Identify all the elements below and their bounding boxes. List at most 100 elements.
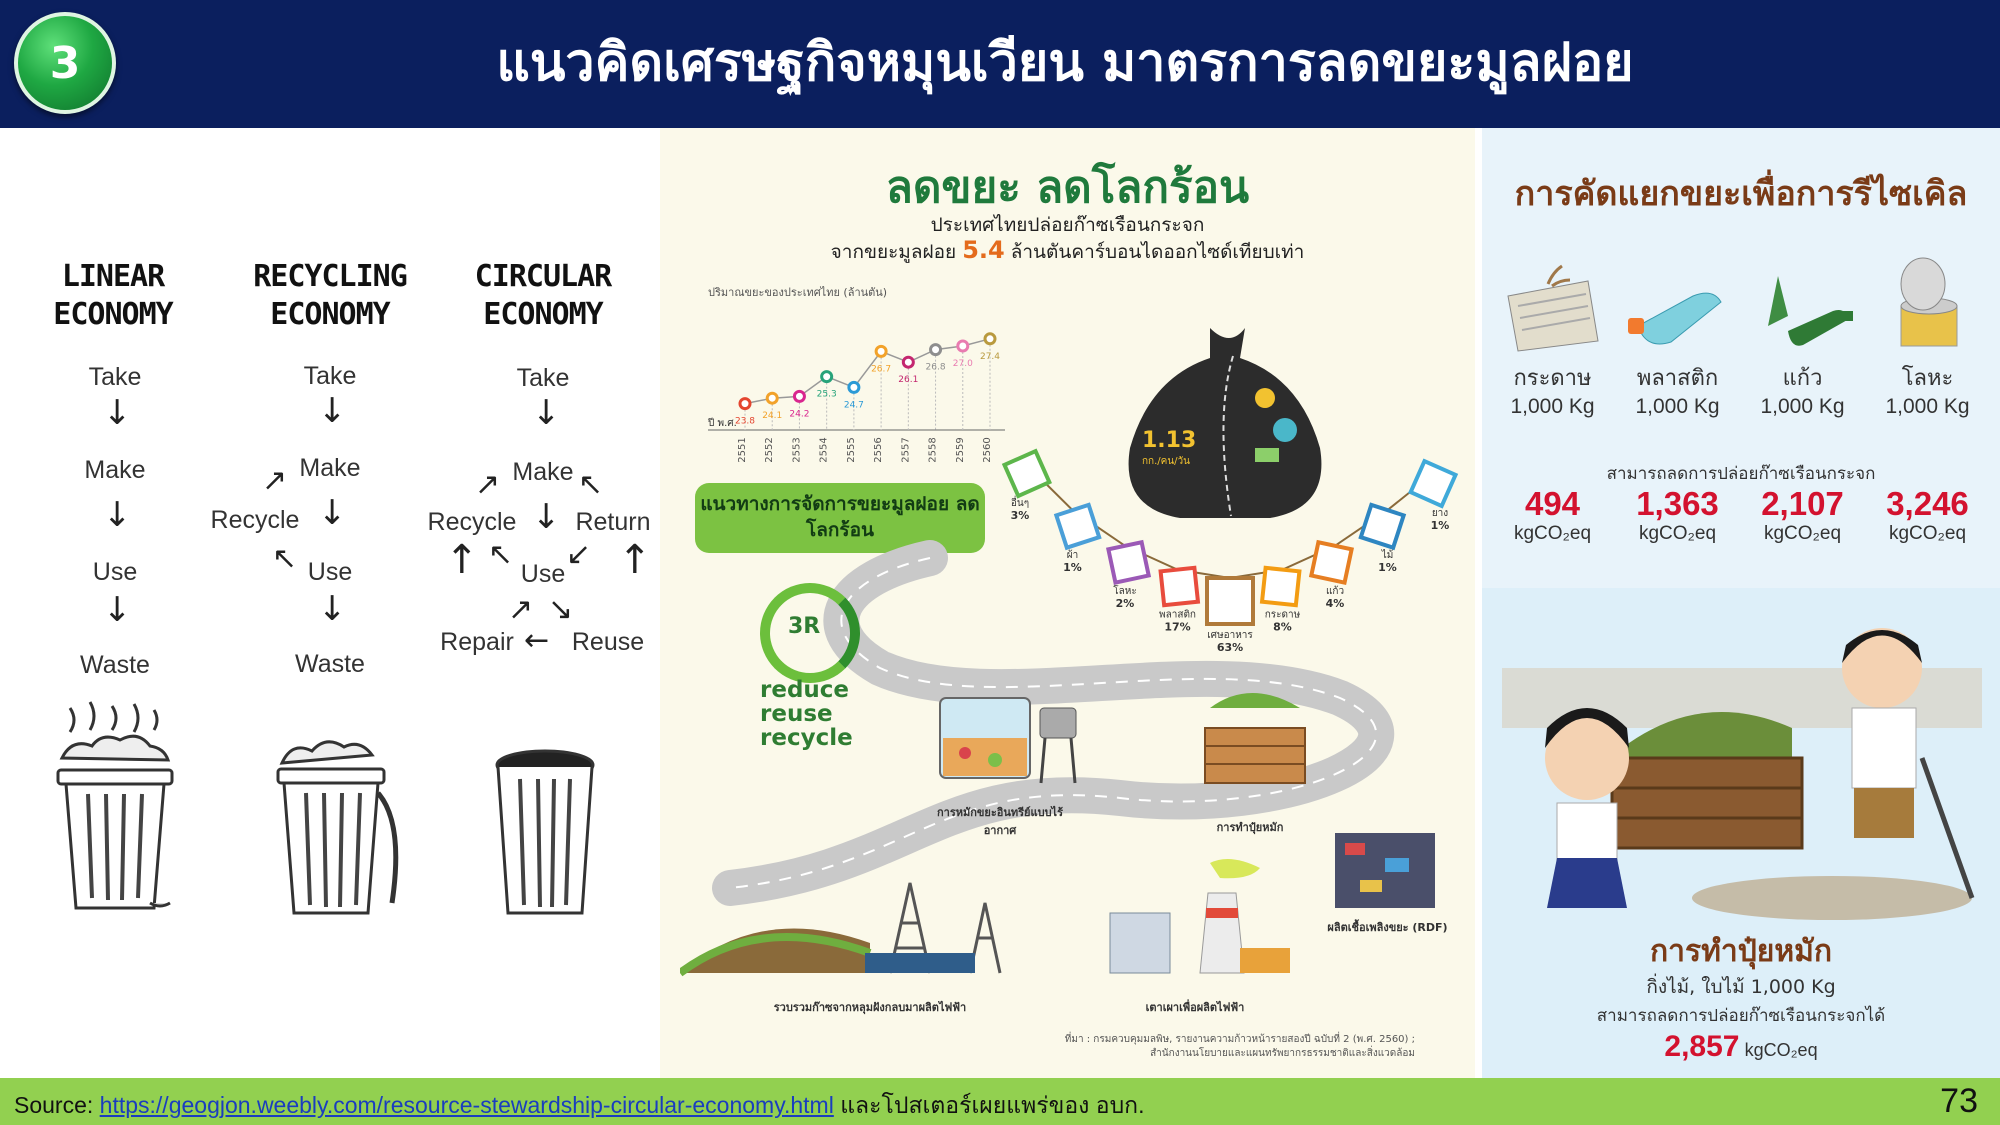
data-label: 23.8 [735,417,755,427]
material-metal: โลหะ 1,000 Kg [1865,256,1990,419]
recycling-use: Use [307,558,353,586]
r3-label: 3R [788,614,821,639]
trend-line [744,338,991,405]
arrow-down-right-icon: ↘ [548,592,574,627]
composition-value: 17% [1164,621,1190,634]
arrow-down-icon: ↓ [103,495,132,535]
data-label: 26.8 [926,363,946,373]
x-tick-label: 2551 [737,437,748,462]
linear-take: Take [88,363,142,391]
compost-reduction: 2,857 kgCO₂eq [1664,1030,1818,1063]
composition-value: 1% [1063,561,1082,574]
material-plastic: พลาสติก 1,000 Kg [1615,256,1740,419]
slide-number-badge: 3 [14,12,116,114]
composition-value: 1% [1378,561,1397,574]
data-label: 24.1 [762,411,782,421]
material-paper: กระดาษ 1,000 Kg [1490,256,1615,419]
composition-value: 2% [1116,597,1135,610]
recycling-waste: Waste [295,650,365,678]
composition-value: 63% [1217,641,1243,654]
recycling-economy-title: RECYCLING ECONOMY [253,259,408,332]
circular-reuse: Reuse [571,628,645,656]
compost-line-1: กิ่งไม้, ใบไม้ 1,000 Kg [1646,976,1836,998]
composition-label: อื่นๆ [1011,495,1029,509]
compost-title: การทำปุ๋ยหมัก [1649,934,1833,969]
composition-flag [1408,458,1459,509]
overflowing-trash-can-icon [56,701,174,910]
data-point [929,343,943,357]
arrow-up-right-icon: ↗ [475,467,501,502]
composition-flag [1053,502,1102,551]
landfill-power-icon [680,882,1002,977]
composition-value: 8% [1273,621,1292,634]
poster-source-note: ที่มา : กรมควบคุมมลพิษ, รายงานความก้าวหน… [1064,1034,1415,1059]
source-line: Source: https://geogjon.weebly.com/resou… [14,1092,1145,1118]
circular-return: Return [575,508,651,536]
data-label: 24.2 [789,409,809,419]
recycle-loop-icon [760,583,860,683]
composition-value: 1% [1431,519,1450,532]
circular-repair: Repair [440,628,514,656]
data-point [901,355,915,369]
bag-value: 1.13 [1142,428,1197,453]
recycling-recycle: Recycle [210,506,300,534]
glass-reduction: 2,107 kgCO₂eq [1761,485,1844,544]
circular-economy-title: CIRCULAR ECONOMY [474,259,613,332]
data-label: 27.0 [953,359,973,369]
data-label: 24.7 [844,400,864,410]
process-compost: การทำปุ๋ยหมัก [1216,821,1284,834]
arrow-up-right-icon: ↗ [262,463,288,498]
recycling-title: การคัดแยกขยะเพื่อการรีไซเคิล [1514,174,1968,214]
linear-use: Use [92,558,138,586]
data-label: 26.7 [871,364,891,374]
paper-reduction: 494 kgCO₂eq [1513,485,1592,544]
poster-subtitle-2: จากขยะมูลฝอย 5.4 ล้านตันคาร์บอนไดออกไซด์… [830,236,1305,264]
x-axis-label: ปี พ.ศ. [707,417,736,429]
data-label: 26.1 [898,375,918,385]
composition-flag [1105,539,1152,585]
data-label: 27.4 [980,352,1000,362]
circular-recycle: Recycle [427,508,517,536]
plastic-bottle-icon [1627,292,1722,345]
waste-trend-chart: ปี พ.ศ.23.8255124.1255224.2255325.325542… [707,332,1005,463]
composition-label: โลหะ [1113,584,1136,597]
x-tick-label: 2557 [900,437,911,462]
linear-economy-title: LINEAR ECONOMY [53,259,173,332]
recycling-take: Take [303,362,357,390]
newspaper-icon [1506,264,1599,352]
recycling-note: สามารถลดการปล่อยก๊าซเรือนกระจก [1606,464,1876,484]
chart-caption: ปริมาณขยะของประเทศไทย (ล้านตัน) [708,286,888,299]
glass-bottle-icon [1767,276,1853,346]
composition-value: 4% [1326,597,1345,610]
arrow-up-icon: ↑ [618,537,652,583]
compost-panel: การทำปุ๋ยหมัก กิ่งไม้, ใบไม้ 1,000 Kg สา… [1482,588,2000,1078]
empty-trash-can-icon [495,749,595,915]
arrow-left-icon: ← [524,623,550,658]
circular-take: Take [516,364,570,392]
arrow-down-icon: ↓ [532,393,561,433]
data-point [792,389,806,403]
poster-subtitle-1: ประเทศไทยปล่อยก๊าซเรือนกระจก [930,214,1205,236]
tin-can-icon [1900,257,1957,347]
garbage-bag-icon [1128,328,1322,518]
arrow-down-icon: ↓ [318,493,347,533]
arrow-up-icon: ↑ [445,537,479,583]
composition-label: เศษอาหาร [1207,630,1253,641]
reduce-waste-poster: ลดขยะ ลดโลกร้อน ประเทศไทยปล่อยก๊าซเรือนก… [660,128,1475,1078]
data-point [765,391,779,405]
slide-title: แนวคิดเศรษฐกิจหมุนเวียน มาตรการลดขยะมูลฝ… [496,33,1634,93]
composition-label: ผ้า [1067,549,1078,561]
children-composting-illustration [1502,628,1982,920]
data-point [983,332,997,346]
composition-label: แก้ว [1326,585,1344,597]
process-rdf: ผลิตเชื้อเพลิงขยะ (RDF) [1327,921,1448,934]
process-anaerobic: การหมักขยะอินทรีย์แบบไร้อากาศ [936,806,1063,837]
arrow-up-left-icon: ↖ [272,541,298,576]
data-point [738,397,752,411]
plastic-reduction: 1,363 kgCO₂eq [1636,485,1719,544]
source-link[interactable]: https://geogjon.weebly.com/resource-stew… [99,1092,834,1118]
arrow-up-left-icon: ↖ [578,467,604,502]
x-tick-label: 2553 [791,437,802,462]
x-tick-label: 2556 [873,437,884,462]
linear-make: Make [84,456,146,484]
